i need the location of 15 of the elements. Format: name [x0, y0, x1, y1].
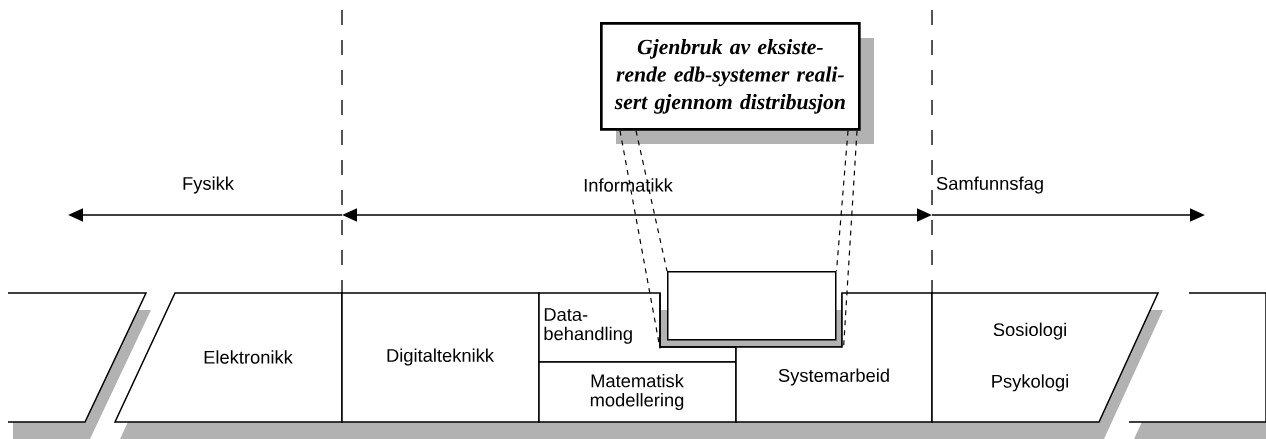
band-cell: Sosiologi Psykologi [931, 292, 1160, 423]
leader-line [835, 130, 849, 272]
callout-box: Gjenbruk av eksiste- rende edb-systemer reali- sert gjennom distribusjon [600, 22, 861, 131]
region-label: Fysikk [183, 176, 234, 194]
band-cell: Digitalteknikk [341, 292, 540, 423]
region-label: Informatikk [584, 178, 673, 192]
stub-piece [7, 292, 148, 423]
band-cell: Matematisk modellering [538, 361, 737, 423]
node-label: Elektronikk [204, 350, 293, 364]
node-label: Psykologi [992, 374, 1069, 392]
leader-line [619, 130, 661, 350]
region-label: Samfunnsfag [936, 176, 1043, 194]
stub-piece [1128, 292, 1266, 423]
node-label: Sosiologi [993, 322, 1066, 340]
leader-line [842, 130, 858, 350]
